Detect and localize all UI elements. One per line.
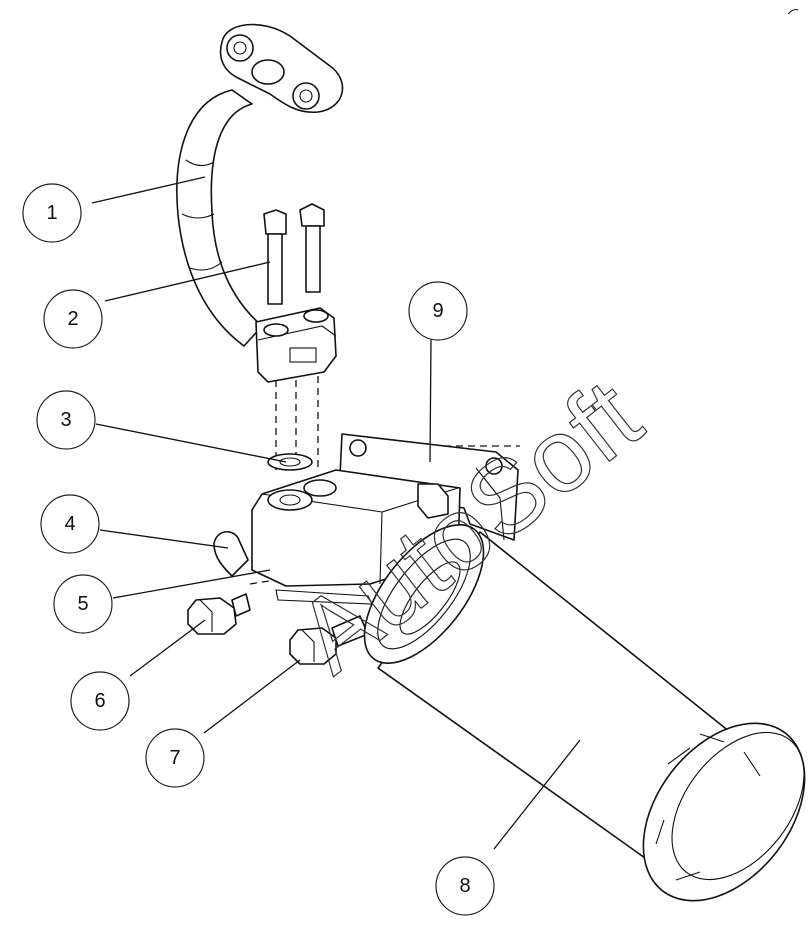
filter-end-cap <box>642 722 806 902</box>
svg-text:4: 4 <box>64 513 75 535</box>
svg-text:2: 2 <box>67 308 78 330</box>
balloon-4: 4 <box>40 494 100 554</box>
leader-lines <box>91 176 581 850</box>
corner-mark <box>787 8 799 15</box>
balloon-5: 5 <box>53 574 113 634</box>
svg-text:9: 9 <box>432 300 443 322</box>
balloon-2: 2 <box>43 289 103 349</box>
bolt-7 <box>289 615 369 665</box>
svg-text:1: 1 <box>46 202 57 224</box>
bolt-6 <box>187 593 251 635</box>
svg-text:5: 5 <box>77 593 88 615</box>
svg-text:7: 7 <box>169 747 180 769</box>
balloon-1: 1 <box>22 183 82 243</box>
filter-base-ring <box>363 524 485 664</box>
balloon-8: 8 <box>435 856 495 916</box>
gasket <box>267 453 313 471</box>
pipe-bolts <box>263 203 325 305</box>
balloon-6: 6 <box>70 671 130 731</box>
balloon-7: 7 <box>145 728 205 788</box>
pipe-assembly <box>176 23 344 383</box>
svg-text:6: 6 <box>94 690 105 712</box>
svg-text:3: 3 <box>60 409 71 431</box>
balloon-9: 9 <box>408 281 468 341</box>
balloon-3: 3 <box>36 390 96 450</box>
svg-text:8: 8 <box>459 875 470 897</box>
oil-filter <box>363 524 806 902</box>
pipe-tube <box>176 89 263 347</box>
clip <box>213 531 249 577</box>
